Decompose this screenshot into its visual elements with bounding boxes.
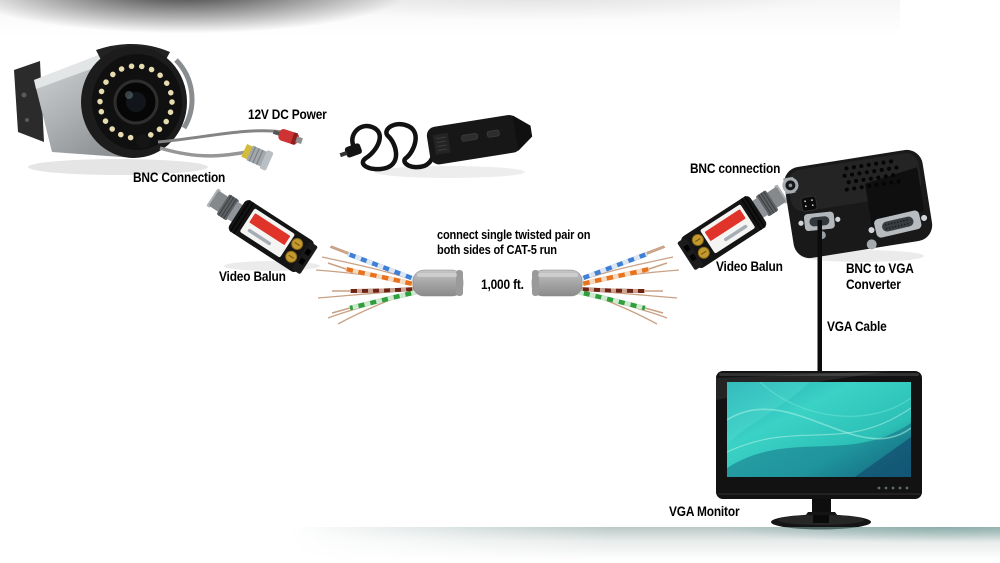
label-12v-dc-power: 12V DC Power [248,106,327,122]
bnc-to-vga-converter [782,149,933,262]
video-balun-left [200,181,320,277]
label-converter: BNC to VGA Converter [846,260,914,292]
label-vga-cable: VGA Cable [827,318,887,334]
dc-power-adapter [339,115,533,178]
monitor-control-buttons [877,486,909,490]
adapter-plug [339,143,362,158]
monitor-stand [812,499,831,514]
vga-cable-line [817,220,822,374]
cat5-cable-left [316,246,463,324]
converter-vga-port-right [866,210,928,250]
cat5-cable-right [532,246,679,324]
cctv-camera [14,43,303,175]
camera-bnc-connector [241,144,274,171]
label-vga-monitor: VGA Monitor [669,503,740,519]
label-cat5-note-line2: both sides of CAT-5 run [437,242,557,257]
label-bnc-connection-right: BNC connection [690,160,781,176]
vga-monitor [716,371,922,530]
converter-bnc-port [782,176,799,195]
converter-svideo-port [800,195,818,212]
label-cable-length: 1,000 ft. [481,276,524,292]
label-converter-line2: Converter [846,275,901,292]
label-cat5-note: connect single twisted pair on both side… [437,227,590,257]
label-video-balun-right: Video Balun [716,258,783,274]
label-bnc-connection-left: BNC Connection [133,169,226,185]
label-converter-line1: BNC to VGA [846,260,914,276]
camera-power-connector [272,129,303,145]
label-cat5-note-line1: connect single twisted pair on [437,227,591,242]
label-video-balun-left: Video Balun [219,268,286,284]
